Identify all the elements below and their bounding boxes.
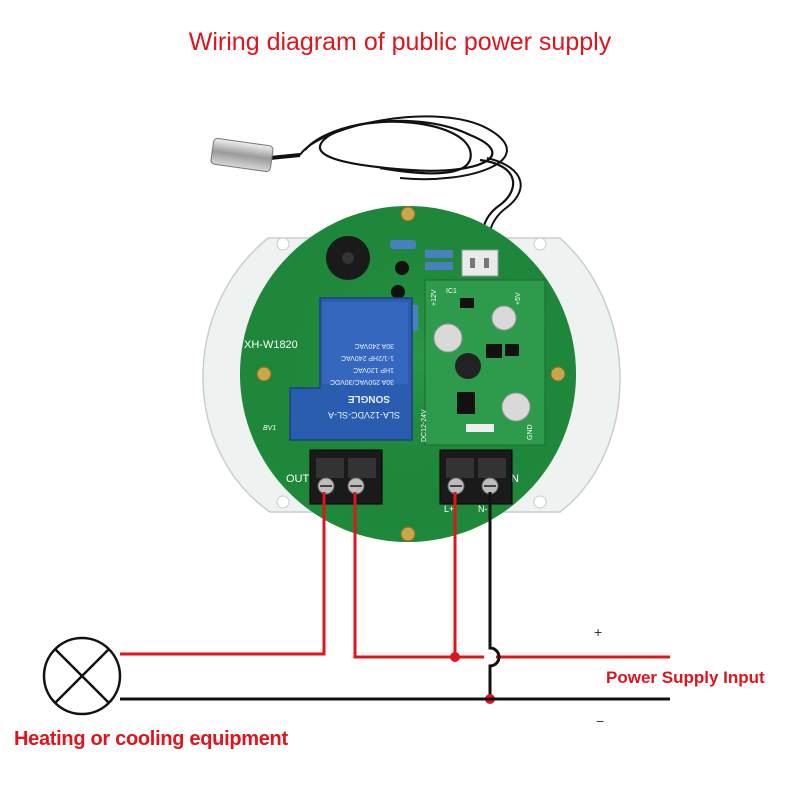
out-wire-2 — [353, 492, 484, 659]
out-terminal-block — [309, 449, 383, 505]
board-rev: BV1 — [263, 425, 276, 432]
heating-cooling-label: Heating or cooling equipment — [14, 728, 288, 750]
wiring — [120, 492, 670, 704]
diagram-title: Wiring diagram of public power supply — [188, 28, 612, 56]
in-terminal-block — [439, 449, 513, 505]
relay-rating3: 1-1/2HP 240VAC — [341, 354, 394, 361]
plus5v-label: +5V — [515, 292, 522, 305]
lamp-icon — [42, 636, 122, 716]
board-model: XH-W1820 — [244, 339, 298, 351]
ic1-label: IC1 — [446, 288, 457, 295]
relay: 30A 250VAC/30VDC 1HP 120VAC 1-1/2HP 240V… — [289, 297, 413, 441]
terminal-l-label: L+ — [444, 504, 454, 514]
plus12v-label: +12V — [431, 289, 438, 306]
out-wire-1 — [120, 492, 326, 656]
minus-sign: − — [596, 713, 605, 729]
live-junction — [450, 652, 460, 662]
relay-rating1: 30A 250VAC/30VDC — [330, 378, 394, 385]
relay-model: SLA-12VDC-SL-A — [328, 410, 400, 420]
power-supply-input-label: Power Supply Input — [606, 668, 765, 687]
out-label: OUT — [286, 473, 310, 485]
temperature-probe-icon — [210, 115, 522, 251]
plus-sign: + — [594, 624, 603, 640]
relay-rating4: 30A 240VAC — [354, 342, 394, 349]
relay-brand: SONGLE — [347, 393, 390, 404]
gnd-label: GND — [527, 424, 534, 440]
in-neutral-wire — [488, 492, 501, 700]
relay-rating2: 1HP 120VAC — [353, 366, 394, 373]
in-label: IN — [508, 473, 519, 485]
terminal-n-label: N- — [478, 504, 488, 514]
dc-label: DC12-24V — [421, 409, 428, 442]
